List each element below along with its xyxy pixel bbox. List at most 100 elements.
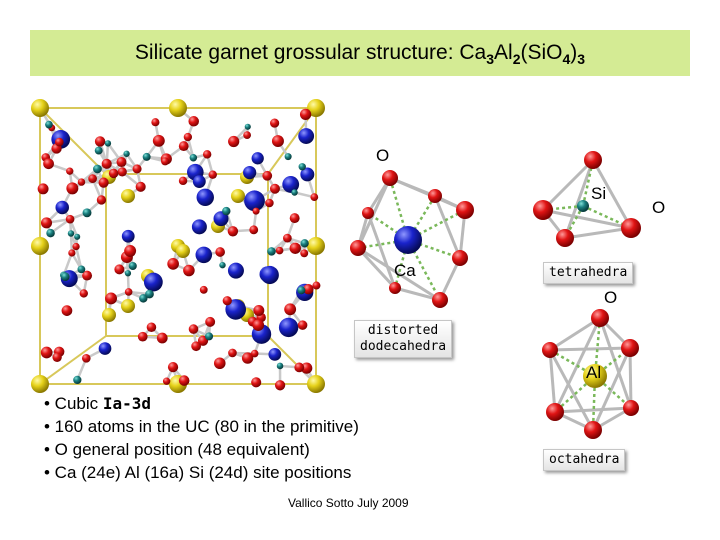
silicon-atom [94, 146, 103, 155]
aluminium-atom [307, 237, 325, 255]
oxygen-atom [208, 170, 217, 179]
oxygen-atom [432, 292, 448, 308]
silicon-atom [284, 153, 292, 161]
credit-line: Vallico Sotto July 2009 [288, 496, 409, 510]
oxygen-atom [151, 118, 160, 127]
aluminium-atom [231, 189, 245, 203]
calcium-atom [278, 317, 299, 338]
oxygen-atom [262, 170, 273, 181]
oxygen-atom [183, 264, 195, 277]
oxygen-atom [116, 157, 127, 168]
oxygen-atom [222, 296, 232, 306]
oxygen-atom [37, 183, 49, 195]
silicon-atom [291, 189, 298, 196]
octahedron-model [542, 309, 639, 439]
distorted-tag-line1: distorted [367, 323, 439, 338]
oxygen-atom [303, 283, 314, 295]
oxygen-atom [312, 281, 321, 290]
polyhedron-edge [628, 347, 633, 409]
silicon-atom [219, 261, 226, 269]
silicon-atom [123, 150, 130, 157]
calcium-atom [394, 226, 422, 254]
aluminium-atom [102, 308, 116, 322]
aluminium-atom [176, 244, 190, 258]
calcium-atom [282, 176, 300, 193]
silicon-atom [139, 294, 148, 303]
oxygen-atom [183, 132, 193, 142]
polyhedron-edge [549, 346, 631, 352]
silicon-atom [300, 239, 309, 248]
silicon-atom [128, 261, 137, 271]
aluminium-atom [307, 99, 325, 117]
coordination-bond [581, 159, 595, 207]
calcium-atom [243, 165, 257, 180]
bullet-atom-count: • 160 atoms in the UC (80 in the primiti… [44, 417, 359, 436]
silicon-atom [77, 265, 86, 274]
silicon-atom [222, 206, 231, 216]
oxygen-atom [270, 118, 280, 128]
oxygen-atom [253, 304, 265, 316]
oxygen-atom [584, 421, 602, 439]
polyhedron-edge [548, 349, 557, 413]
oxygen-atom [289, 213, 300, 224]
calcium-atom [260, 265, 279, 285]
oxygen-atom [202, 150, 212, 159]
oxygen-atom [66, 167, 74, 175]
tetrahedron-model [533, 151, 641, 247]
oxygen-atom [161, 157, 170, 166]
coordination-bond [406, 239, 442, 301]
oxygen-atom [584, 151, 602, 169]
oxygen-atom [137, 331, 148, 342]
tetrahedra-tag: tetrahedra [543, 262, 634, 284]
polyhedron-edge [598, 317, 633, 409]
calcium-atom [244, 190, 265, 212]
oxygen-atom [77, 178, 86, 186]
polyhedron-edge [541, 158, 595, 212]
calcium-atom [225, 299, 247, 320]
silicon-atom [145, 289, 154, 299]
oxygen-atom [250, 349, 259, 358]
polyhedron-edge [389, 176, 466, 212]
calcium-atom [298, 128, 315, 144]
silicon-atom [60, 272, 70, 281]
polyhedron-edge [591, 159, 633, 229]
oxygen-atom [88, 174, 97, 183]
polyhedron-edge [549, 316, 601, 352]
bullet-site-positions: • Ca (24e) Al (16a) Si (24d) site positi… [44, 463, 352, 482]
oxygen-atom [72, 242, 80, 251]
oxygen-atom [271, 135, 284, 148]
oxygen-atom [124, 245, 137, 257]
bullet-oxygen-position: • O general position (48 equivalent) [44, 440, 310, 459]
polyhedron-edge [356, 246, 397, 290]
oxygen-atom [228, 135, 240, 148]
oxygen-atom [623, 400, 639, 416]
polyhedron-edge [357, 246, 441, 302]
calcium-atom [98, 342, 112, 355]
oxygen-atom [178, 375, 190, 386]
oxygen-atom [68, 249, 76, 257]
oxygen-atom [40, 217, 53, 229]
oxygen-atom [167, 362, 179, 373]
aluminium-atom [31, 99, 49, 117]
cell-edge [39, 107, 107, 175]
oxygen-atom [252, 319, 265, 331]
oxygen-atom [299, 108, 312, 120]
oxygen-atom [251, 377, 262, 388]
oxygen-atom [452, 250, 468, 266]
oxygen-atom [227, 226, 239, 237]
oxygen-atom [228, 348, 237, 358]
oxygen-atom [556, 229, 574, 247]
oxygen-atom [101, 158, 112, 169]
oxygen-atom [199, 285, 208, 294]
silicon-atom [244, 123, 251, 130]
oxygen-atom [382, 170, 398, 186]
oxygen-atom [284, 303, 297, 316]
oxygen-atom [79, 289, 88, 298]
silicon-atom [46, 228, 55, 238]
oxygen-atom [252, 207, 260, 215]
oxygen-atom [269, 183, 280, 194]
oxygen-atom [82, 270, 93, 281]
silicon-atom [298, 163, 306, 171]
silicon-atom [205, 332, 214, 341]
calcium-atom [191, 219, 207, 235]
